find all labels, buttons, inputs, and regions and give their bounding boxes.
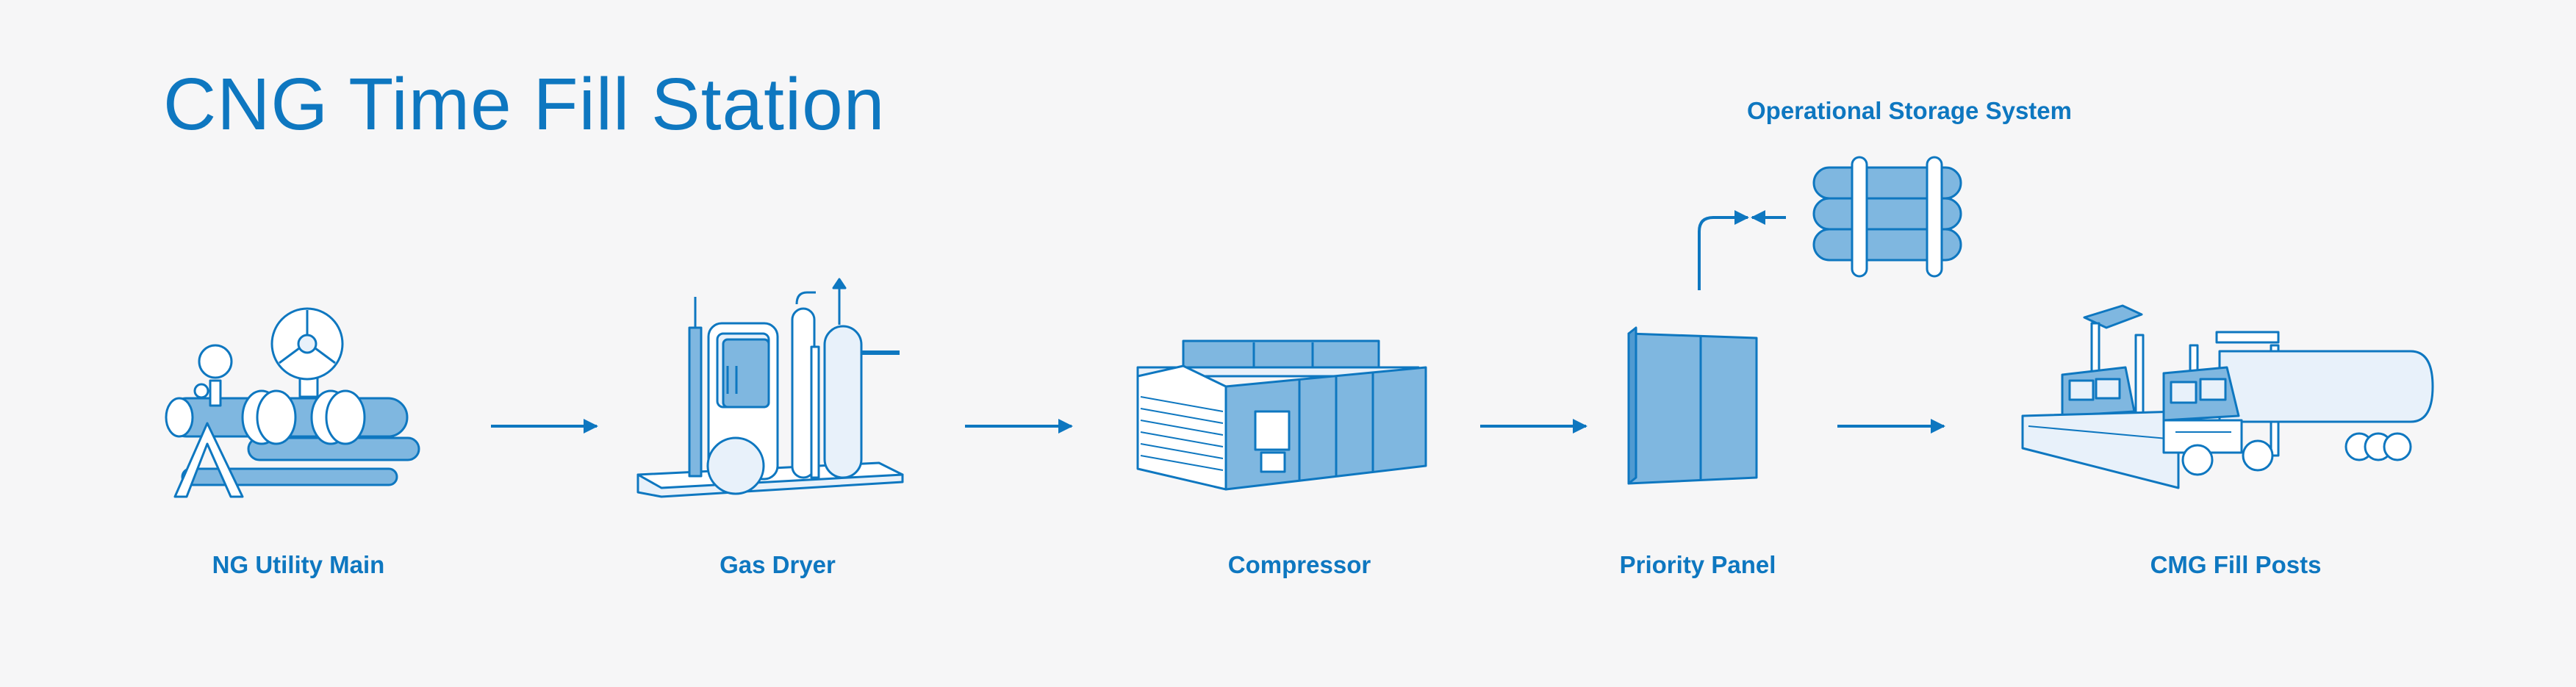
stage-label-cmg-fill-posts: CMG Fill Posts	[2150, 551, 2322, 578]
stage-label-compressor: Compressor	[1227, 551, 1371, 578]
stage-label-ng-utility-main: NG Utility Main	[212, 551, 385, 578]
storage-tanks-icon	[1812, 156, 1962, 278]
diagram-title: CNG Time Fill Station	[163, 63, 886, 145]
stage-label-gas-dryer: Gas Dryer	[720, 551, 836, 578]
compressor-icon	[1136, 339, 1427, 491]
priority-panel-icon	[1627, 326, 1758, 485]
gas-dryer-icon	[636, 278, 904, 498]
storage-label: Operational Storage System	[1747, 97, 2072, 124]
stage-label-priority-panel: Priority Panel	[1619, 551, 1776, 578]
flow-arrows	[491, 210, 1945, 434]
pipeline-icon	[165, 307, 420, 498]
arrow-panel-to-storage	[1698, 210, 1749, 290]
fill-posts-trucks-icon	[2021, 304, 2434, 489]
